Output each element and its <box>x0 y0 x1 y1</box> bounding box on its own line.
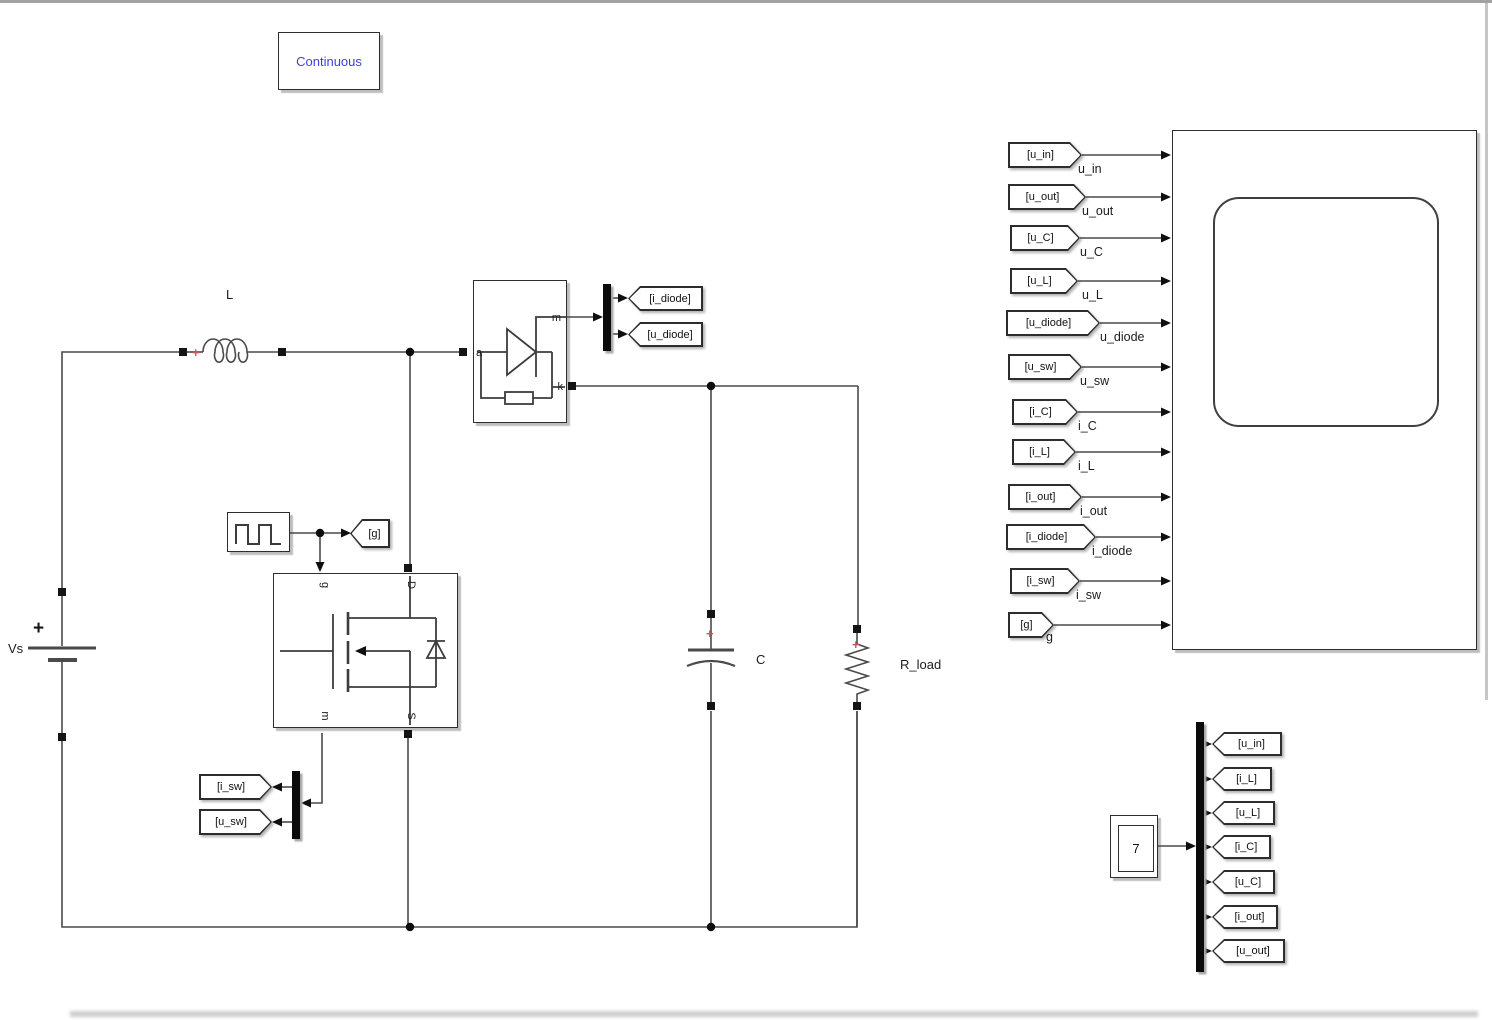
window-top-edge <box>0 0 1492 3</box>
diode-block[interactable] <box>473 280 567 423</box>
signal-label-u-in: u_in <box>1078 162 1102 176</box>
from-tag-u-diode[interactable]: [u_diode] <box>1006 310 1100 336</box>
goto-tag-mux-i-L[interactable]: [i_L] <box>1212 767 1272 791</box>
signal-label-i-diode: i_diode <box>1092 544 1133 558</box>
inductor-polarity-plus: + <box>192 345 200 360</box>
from-tag-u-sw[interactable]: [u_sw] <box>1008 354 1082 380</box>
pulse-generator-block[interactable] <box>227 512 290 552</box>
from-tag-i-out[interactable]: [i_out] <box>1008 484 1082 510</box>
window-bottom-edge <box>70 1011 1478 1017</box>
capacitor-polarity-plus: + <box>706 626 714 641</box>
multimeter-count: 7 <box>1118 825 1154 872</box>
load-polarity-plus: + <box>852 637 860 652</box>
multimeter-demux-bar[interactable] <box>1196 722 1204 972</box>
window-right-edge <box>1485 3 1488 700</box>
signal-label-i-L: i_L <box>1078 459 1095 473</box>
port-squares <box>58 348 861 741</box>
from-tag-i-C[interactable]: [i_C] <box>1012 399 1078 425</box>
goto-tag-i-sw[interactable]: [i_sw] <box>199 774 272 800</box>
goto-tag-u-sw[interactable]: [u_sw] <box>199 809 272 835</box>
diode-demux-bar[interactable] <box>603 284 611 351</box>
signal-label-i-out: i_out <box>1080 504 1108 518</box>
scope-screen <box>1213 197 1439 427</box>
goto-tag-mux-u-C[interactable]: [u_C] <box>1212 870 1275 894</box>
from-tag-u-L[interactable]: [u_L] <box>1010 268 1078 294</box>
signal-label-i-sw: i_sw <box>1076 588 1102 602</box>
from-tag-u-out[interactable]: [u_out] <box>1008 184 1086 210</box>
load-label: R_load <box>900 657 942 672</box>
signal-label-u-L: u_L <box>1082 288 1103 302</box>
signal-label-i-C: i_C <box>1078 419 1097 433</box>
powergui-label: Continuous <box>296 53 362 69</box>
signal-label-u-diode: u_diode <box>1100 330 1145 344</box>
scope-block[interactable] <box>1172 130 1477 650</box>
capacitor-label: C <box>756 652 766 667</box>
source-label: Vs <box>8 641 24 656</box>
signal-label-u-sw: u_sw <box>1080 374 1110 388</box>
goto-tag-mux-u-in[interactable]: [u_in] <box>1212 732 1282 756</box>
from-tag-u-C[interactable]: [u_C] <box>1010 225 1080 251</box>
goto-tag-mux-i-out[interactable]: [i_out] <box>1212 905 1278 929</box>
inductor-label: L <box>226 287 234 302</box>
from-tag-i-L[interactable]: [i_L] <box>1012 439 1076 465</box>
signal-label-g: g <box>1046 630 1053 644</box>
from-tag-i-diode[interactable]: [i_diode] <box>1006 524 1096 550</box>
switch-demux-bar[interactable] <box>292 771 300 839</box>
goto-tag-u-diode[interactable]: [u_diode] <box>628 322 703 347</box>
signal-label-u-out: u_out <box>1082 204 1114 218</box>
goto-tag-g[interactable]: [g] <box>350 519 390 548</box>
goto-tag-mux-i-C[interactable]: [i_C] <box>1212 835 1271 859</box>
mosfet-block[interactable] <box>273 573 458 728</box>
signal-label-u-C: u_C <box>1080 245 1103 259</box>
powergui-block[interactable]: Continuous <box>278 32 380 90</box>
goto-tag-mux-u-out[interactable]: [u_out] <box>1212 939 1285 963</box>
from-tag-u-in[interactable]: [u_in] <box>1008 142 1082 168</box>
goto-tag-i-diode[interactable]: [i_diode] <box>628 286 703 311</box>
from-tag-i-sw[interactable]: [i_sw] <box>1010 568 1080 594</box>
multimeter-block[interactable]: 7 <box>1110 815 1158 878</box>
source-polarity-plus: + <box>33 618 44 639</box>
from-tag-scope-g[interactable]: [g] <box>1008 612 1054 638</box>
goto-tag-mux-u-L[interactable]: [u_L] <box>1212 801 1275 825</box>
